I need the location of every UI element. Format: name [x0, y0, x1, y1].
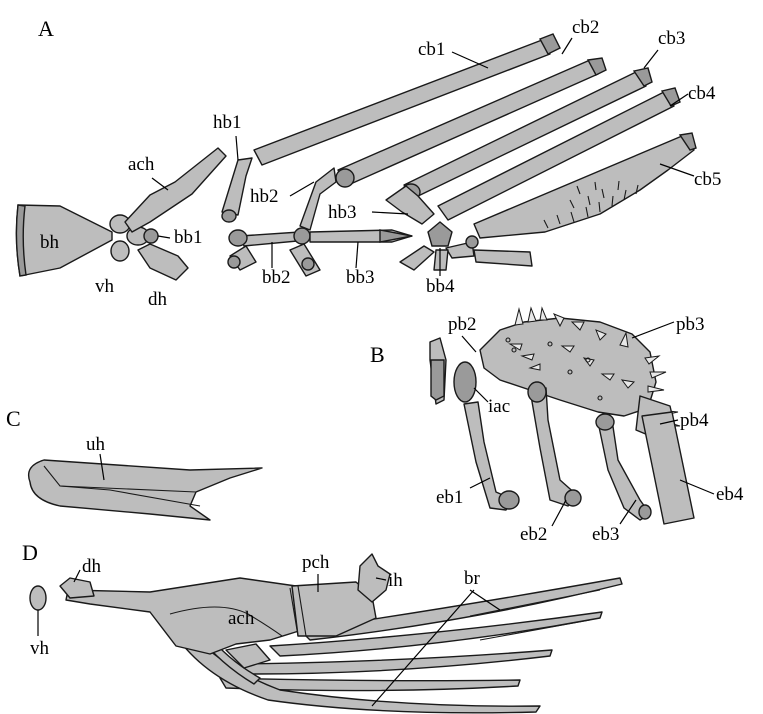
label-eb3: eb3: [592, 524, 619, 545]
label-hb1: hb1: [213, 112, 242, 133]
interarcual-cartilage: [454, 362, 476, 402]
hypobranchial-1: [222, 158, 252, 215]
epibranchial-2-cart: [528, 382, 546, 402]
label-bh: bh: [40, 232, 60, 253]
epibranchial-3-cart: [596, 414, 614, 430]
interhyal: [358, 554, 390, 602]
label-ach-d: ach: [228, 608, 255, 629]
label-vh-d: vh: [30, 638, 50, 659]
hb-stub-5: [474, 250, 532, 266]
hb-stub-6: [434, 250, 448, 270]
label-hb3: hb3: [328, 202, 357, 223]
label-pb4: pb4: [680, 410, 709, 431]
basihyal: [16, 205, 112, 276]
epibranchial-1b-cart: [499, 491, 519, 509]
label-bb4: bb4: [426, 276, 455, 297]
panel-c: C uh: [6, 406, 262, 520]
anterior-ceratohyal-d: [66, 578, 302, 654]
label-cb4: cb4: [688, 83, 716, 104]
label-pb3: pb3: [676, 314, 705, 335]
label-ach-a: ach: [128, 154, 155, 175]
ventral-hypohyal-d: [30, 586, 46, 610]
label-cb5: cb5: [694, 169, 721, 190]
ventral-hypohyal-2: [111, 241, 129, 261]
basibranchial-1-cart: [144, 229, 158, 243]
label-cb3: cb3: [658, 28, 685, 49]
hb-stub-cart-2: [302, 258, 314, 270]
label-iac: iac: [488, 396, 510, 417]
label-pch: pch: [302, 552, 330, 573]
epibranchial-3-tip: [639, 505, 651, 519]
panel-b-letter: B: [370, 342, 385, 367]
epibranchial-2: [530, 388, 578, 506]
basibranchial-2-cart: [229, 230, 247, 246]
label-hb2: hb2: [250, 186, 279, 207]
label-bb2: bb2: [262, 267, 291, 288]
label-eb2: eb2: [520, 524, 547, 545]
panel-b: B: [370, 308, 744, 545]
panel-a: A: [16, 16, 721, 310]
basibranchial-4: [428, 222, 452, 246]
label-uh: uh: [86, 434, 106, 455]
label-pb2: pb2: [448, 314, 477, 335]
label-dh-a: dh: [148, 289, 168, 310]
panel-d: D vh dh pch ih ach br: [22, 540, 622, 713]
label-eb4: eb4: [716, 484, 744, 505]
ceratobranchial-2-base: [336, 169, 354, 187]
hb-stub-3: [400, 246, 434, 270]
label-eb1: eb1: [436, 487, 463, 508]
panel-c-letter: C: [6, 406, 21, 431]
label-dh-d: dh: [82, 556, 102, 577]
epibranchial-2-tip: [565, 490, 581, 506]
hb-stub-cart-1: [228, 256, 240, 268]
label-ih: ih: [388, 570, 403, 591]
panel-d-letter: D: [22, 540, 38, 565]
epibranchial-1-cart: [431, 360, 444, 400]
label-bb1: bb1: [174, 227, 203, 248]
label-br: br: [464, 568, 481, 589]
label-cb2: cb2: [572, 17, 599, 38]
dorsal-hypohyal: [138, 244, 188, 280]
label-bb3: bb3: [346, 267, 375, 288]
label-cb1: cb1: [418, 39, 445, 60]
hypobranchial-1-cart: [222, 210, 236, 222]
label-vh-a: vh: [95, 276, 115, 297]
dorsal-hypohyal-d: [60, 578, 94, 598]
panel-a-letter: A: [38, 16, 54, 41]
hb-stub-cart-3: [466, 236, 478, 248]
basibranchial-2-joint: [294, 228, 310, 244]
